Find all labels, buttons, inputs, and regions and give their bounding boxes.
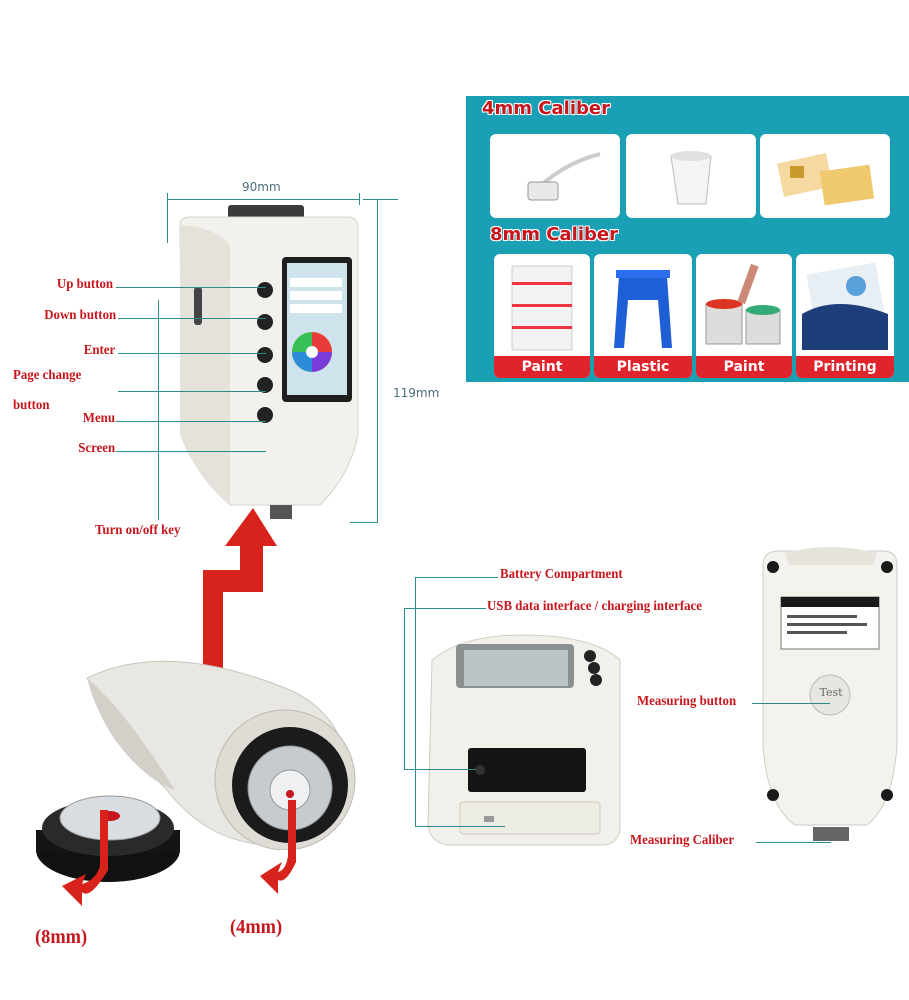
title-8mm-caliber: 8mm Caliber	[490, 224, 618, 245]
colorimeter-back-view: Test	[755, 545, 905, 845]
callout-battery-compartment: Battery Compartment	[500, 567, 623, 582]
leader-screen	[116, 451, 266, 452]
callout-page-change-line2: button	[13, 398, 50, 413]
leader-vertical-left	[158, 300, 159, 520]
callout-enter: Enter	[83, 343, 115, 358]
tile-caption-paint: Paint	[494, 356, 590, 378]
callout-power-key: Turn on/off key	[95, 523, 181, 538]
callout-usb-interface: USB data interface / charging interface	[487, 599, 702, 614]
tile-8mm-paint-cans: Paint	[696, 254, 792, 378]
tile-8mm-paint-shelves: Paint	[494, 254, 590, 378]
red-arrow-8mm	[60, 810, 120, 920]
label-8mm-aperture: (8mm)	[35, 926, 88, 948]
leader-up-button	[116, 287, 266, 288]
colorimeter-front-view	[170, 205, 360, 525]
test-button-label: Test	[819, 686, 843, 699]
width-dimension-tick-right	[359, 193, 360, 205]
red-direction-arrow	[195, 500, 285, 690]
tile-4mm-cable	[490, 134, 620, 218]
callout-page-change-line1: Page change	[13, 368, 82, 383]
tile-4mm-cup	[626, 134, 756, 218]
callout-measuring-caliber: Measuring Caliber	[630, 833, 735, 848]
colorimeter-bottom-view	[422, 620, 627, 850]
width-dimension-tick-left	[167, 193, 168, 243]
callout-down-button: Down button	[44, 308, 116, 323]
leader-menu	[116, 421, 266, 422]
leader-battery-tail	[415, 826, 505, 827]
callout-screen: Screen	[78, 441, 115, 456]
label-4mm-aperture: (4mm)	[230, 916, 283, 938]
red-arrow-4mm	[258, 800, 308, 910]
leader-usb-horizontal	[404, 608, 486, 609]
tile-caption-plastic: Plastic	[594, 356, 692, 378]
width-dimension-label: 90mm	[242, 180, 281, 194]
tile-caption-printing: Printing	[796, 356, 894, 378]
height-dimension-tick-top	[363, 199, 398, 200]
leader-page-change	[118, 391, 266, 392]
callout-up-button: Up button	[56, 277, 113, 292]
tile-8mm-printing: Printing	[796, 254, 894, 378]
sensor-head-closeup	[85, 640, 365, 851]
width-dimension-line	[167, 199, 360, 200]
callout-measuring-button: Measuring button	[637, 694, 737, 709]
leader-usb-vertical	[404, 608, 405, 770]
height-dimension-label: 119mm	[393, 386, 440, 400]
leader-measuring-caliber	[756, 842, 831, 843]
callout-menu: Menu	[82, 411, 115, 426]
leader-battery-vertical	[415, 577, 416, 827]
leader-down-button	[118, 318, 266, 319]
leader-measuring-button	[752, 703, 830, 704]
leader-usb-tail	[404, 769, 476, 770]
tile-caption-paint-2: Paint	[696, 356, 792, 378]
tile-4mm-sim-cards	[760, 134, 890, 218]
caliber-applications-panel: 4mm Caliber 8mm Caliber Paint Plastic Pa…	[466, 96, 909, 382]
title-4mm-caliber: 4mm Caliber	[482, 98, 610, 119]
leader-battery-horizontal	[415, 577, 498, 578]
tile-8mm-plastic-stool: Plastic	[594, 254, 692, 378]
leader-enter	[118, 353, 266, 354]
height-dimension-tick-bottom	[350, 522, 378, 523]
height-dimension-line	[377, 199, 378, 522]
